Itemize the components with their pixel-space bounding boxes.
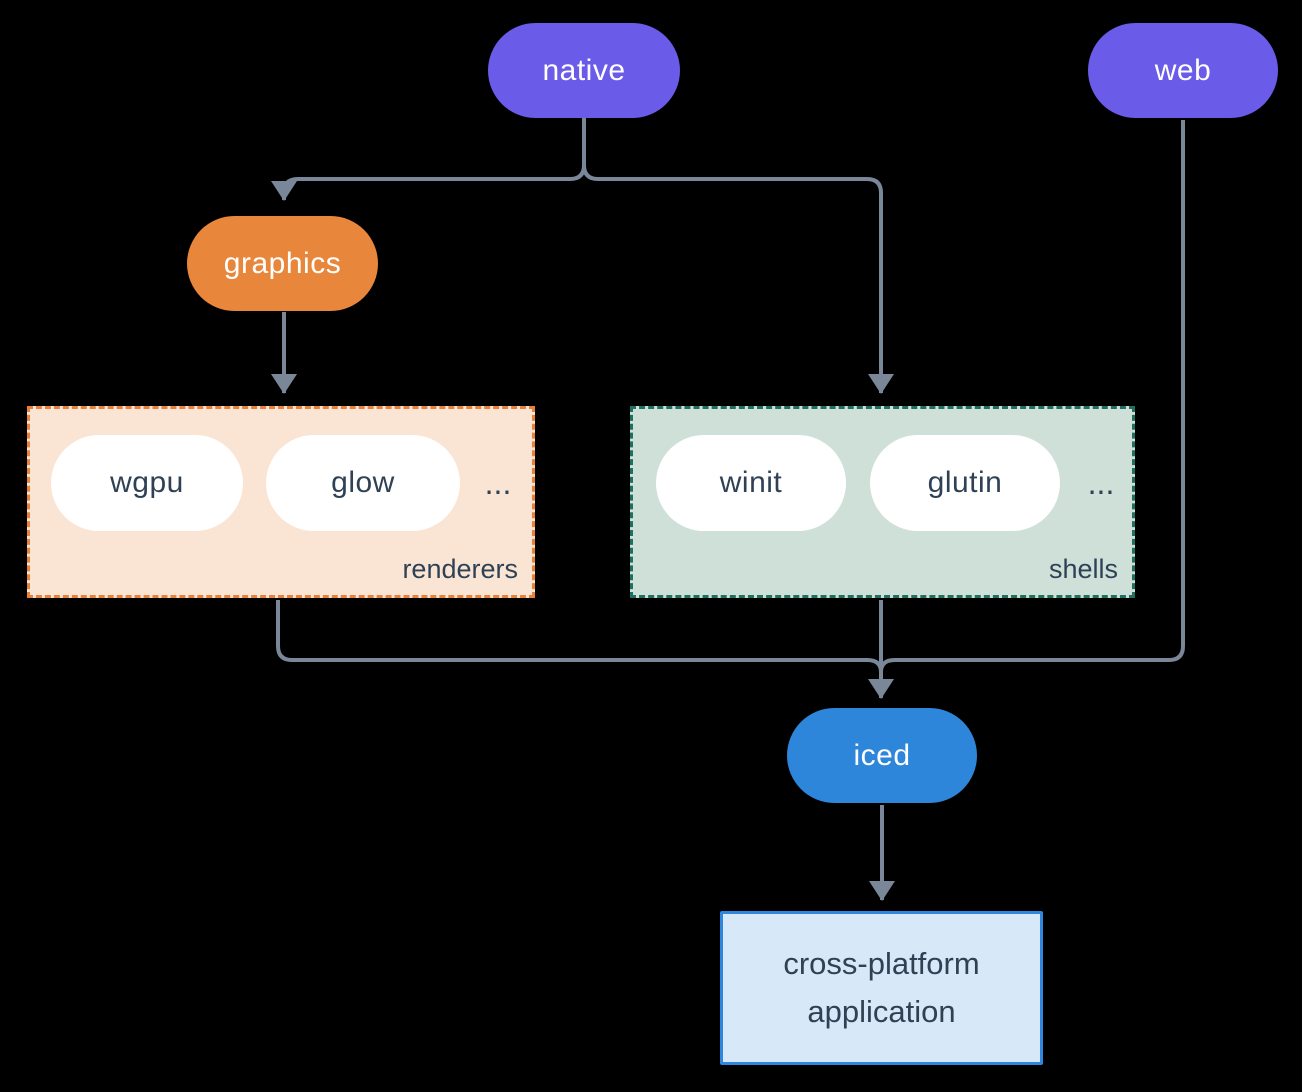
renderers-ellipsis: ... bbox=[484, 464, 512, 501]
node-graphics: graphics bbox=[187, 216, 378, 311]
group-renderers: wgpu glow ... renderers bbox=[27, 406, 535, 598]
renderers-group-label: renderers bbox=[402, 554, 518, 584]
node-winit: winit bbox=[656, 435, 846, 531]
node-cross-platform-application: cross-platform application bbox=[720, 911, 1043, 1065]
node-web: web bbox=[1088, 23, 1278, 118]
node-iced: iced bbox=[787, 708, 977, 803]
application-label-line2: application bbox=[807, 994, 956, 1029]
node-glutin: glutin bbox=[870, 435, 1060, 531]
shells-group-label: shells bbox=[1048, 554, 1118, 584]
edge-native-graphics bbox=[271, 118, 586, 201]
node-glow: glow bbox=[266, 435, 460, 531]
edge-native-shells bbox=[582, 164, 894, 394]
application-label-line1: cross-platform bbox=[783, 946, 980, 981]
edge-renderers-merge bbox=[276, 600, 883, 673]
node-wgpu: wgpu bbox=[51, 435, 243, 531]
shells-ellipsis: ... bbox=[1087, 464, 1115, 501]
group-shells: winit glutin ... shells bbox=[630, 406, 1135, 598]
node-native: native bbox=[488, 23, 680, 118]
